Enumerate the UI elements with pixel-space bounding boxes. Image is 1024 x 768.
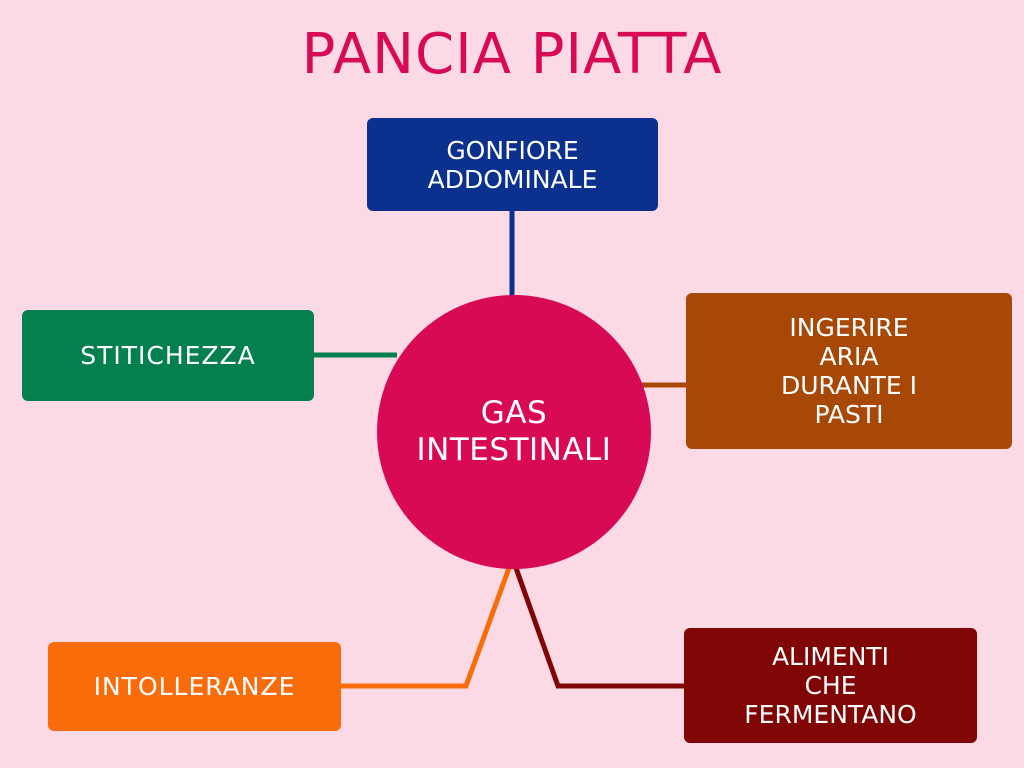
- node-intolleranze[interactable]: INTOLLERANZE: [48, 642, 341, 731]
- connector-alimenti: [513, 567, 686, 689]
- node-alimenti-che-fermentano[interactable]: ALIMENTI CHE FERMENTANO: [684, 628, 977, 743]
- hub-gas-intestinali[interactable]: GAS INTESTINALI: [377, 295, 651, 569]
- connector-intolleranze: [339, 567, 512, 689]
- node-ingerire-aria-durante-i-pasti[interactable]: INGERIRE ARIA DURANTE I PASTI: [686, 293, 1012, 449]
- page-title: PANCIA PIATTA: [301, 22, 723, 87]
- node-gonfiore-addominale[interactable]: GONFIORE ADDOMINALE: [367, 118, 658, 211]
- node-stitichezza[interactable]: STITICHEZZA: [22, 310, 314, 401]
